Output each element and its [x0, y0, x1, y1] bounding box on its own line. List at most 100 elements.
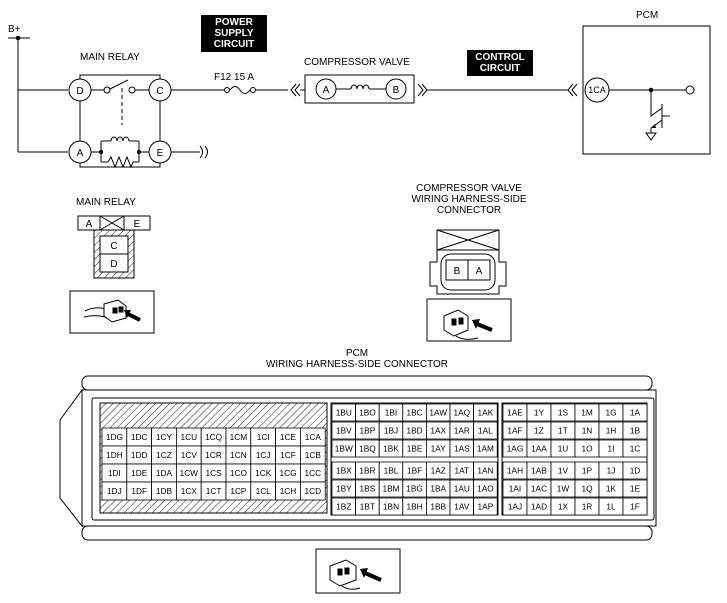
pcm-pin-1at: 1AT [454, 466, 469, 476]
pcm-pin-1bs: 1BS [360, 484, 376, 494]
pcm-pin-1bo: 1BO [359, 408, 376, 418]
b-plus-label: B+ [8, 24, 21, 35]
pcm-pin-1dj: 1DJ [107, 486, 122, 496]
pcm-pin-1g: 1G [605, 408, 616, 418]
pcm-pin-1bk: 1BK [383, 444, 399, 454]
pcm-pin-1bm: 1BM [382, 484, 399, 494]
pcm-pin-1t: 1T [558, 426, 568, 436]
pcm-pin-cell [473, 461, 498, 480]
pcm-pin-1dh: 1DH [106, 450, 123, 460]
pcm-pin-1bq: 1BQ [359, 444, 376, 454]
pcm-pin-1ah: 1AH [507, 466, 523, 476]
pcm-pin-1cz: 1CZ [156, 450, 172, 460]
pcm-pin-1al: 1AL [478, 426, 493, 436]
pcm-pin-1ax: 1AX [430, 426, 446, 436]
pcm-pin-1ba: 1BA [430, 484, 446, 494]
ground-symbol [645, 132, 657, 141]
pcm-pin-1az: 1AZ [431, 466, 446, 476]
pcm-pin-1as: 1AS [454, 444, 470, 454]
pcm-bottom-rail [81, 525, 653, 541]
pcm-title: PCM [636, 10, 659, 21]
pcm-pin-1u: 1U [558, 444, 569, 454]
relay-pin-c: C [110, 241, 117, 252]
pcm-pin-1m: 1M [581, 408, 593, 418]
valve-connector-title: COMPRESSOR VALVE WIRING HARNESS-SIDE CON… [411, 183, 527, 216]
pcm-pin-1aq: 1AQ [453, 408, 470, 418]
pcm-pin-1bg: 1BG [406, 484, 423, 494]
pcm-pin-1ct: 1CT [206, 486, 222, 496]
pcm-pin-1bp: 1BP [360, 426, 376, 436]
pcm-pin-1l: 1L [606, 502, 616, 512]
pcm-pin-cell [622, 461, 648, 480]
pcm-pin-1bb: 1BB [430, 502, 446, 512]
relay-plug-thumbnail [69, 290, 155, 334]
relay-pin-d: D [110, 259, 117, 270]
pcm-pin-1c: 1C [630, 444, 641, 454]
pcm-pin-1cv: 1CV [181, 450, 198, 460]
pcm-pin-1n: 1N [582, 426, 593, 436]
pcm-pin-1z: 1Z [534, 426, 544, 436]
pcm-pin-cell [473, 497, 498, 516]
pcm-pin-1co: 1CO [230, 468, 248, 478]
pcm-pin-1w: 1W [557, 484, 570, 494]
pcm-pin-1ap: 1AP [478, 502, 494, 512]
pcm-pin-1o: 1O [581, 444, 593, 454]
pcm-pin-1ay: 1AY [431, 444, 447, 454]
fuse-symbol [229, 86, 251, 94]
pcm-pin-1ce: 1CE [280, 432, 297, 442]
valve-pin-a: A [476, 266, 483, 277]
pcm-pin-1cs: 1CS [206, 468, 223, 478]
pcm-pin-1x: 1X [558, 502, 569, 512]
pcm-pin-1f: 1F [630, 502, 640, 512]
pcm-pin-1aj: 1AJ [508, 502, 522, 512]
pcm-pin-cell [473, 403, 498, 422]
relay-terminal-d-label: D [76, 86, 83, 97]
pcm-pin-1cr: 1CR [205, 450, 222, 460]
pcm-transistor [650, 107, 663, 117]
pcm-pin-1bf: 1BF [407, 466, 422, 476]
pcm-pin-1dd: 1DD [131, 450, 148, 460]
pcm-connector-title: PCM WIRING HARNESS-SIDE CONNECTOR [265, 348, 449, 370]
relay-pin-a: A [86, 219, 93, 230]
pcm-pin-1q: 1Q [581, 484, 593, 494]
pcm-pin-1bt: 1BT [360, 502, 375, 512]
pcm-pin-1db: 1DB [156, 486, 173, 496]
pcm-pin-1ci: 1CI [257, 432, 270, 442]
valve-terminal-b-label: B [393, 85, 400, 96]
pcm-pin-1dg: 1DG [106, 432, 123, 442]
pcm-pin-1j: 1J [607, 466, 616, 476]
relay-pin-e: E [134, 219, 141, 230]
pcm-pin-1da: 1DA [156, 468, 173, 478]
pcm-pin-1e: 1E [630, 484, 641, 494]
pcm-pin-1bh: 1BH [407, 502, 423, 512]
pcm-pin-1bv: 1BV [336, 426, 352, 436]
pcm-pin-1cw: 1CW [180, 468, 199, 478]
pcm-pin-1am: 1AM [477, 444, 494, 454]
pcm-pin-1cd: 1CD [304, 486, 321, 496]
pcm-pin-1cf: 1CF [280, 450, 296, 460]
pcm-pin-1di: 1DI [108, 468, 121, 478]
pcm-pin-cell [622, 403, 648, 422]
pcm-pin-1ad: 1AD [531, 502, 547, 512]
pcm-pin-1b: 1B [630, 426, 641, 436]
compressor-valve-box [304, 74, 415, 104]
main-relay-connector [77, 215, 151, 279]
pcm-pin-1bd: 1BD [407, 426, 423, 436]
pcm-pin-1p: 1P [582, 466, 593, 476]
pcm-pin-1cn: 1CN [230, 450, 247, 460]
pcm-top-rail [81, 375, 653, 391]
pcm-pin-1ar: 1AR [454, 426, 470, 436]
pcm-terminal-label: 1CA [588, 85, 606, 95]
pcm-pin-1v: 1V [558, 466, 569, 476]
pcm-pin-1k: 1K [606, 484, 617, 494]
pcm-pin-1cq: 1CQ [205, 432, 223, 442]
relay-terminal-a-label: A [77, 148, 84, 159]
pcm-pin-cell [299, 481, 326, 501]
pcm-pin-1cx: 1CX [181, 486, 198, 496]
pcm-pin-cell [473, 421, 498, 440]
pcm-pin-cell [473, 439, 498, 458]
pcm-pin-1aa: 1AA [531, 444, 547, 454]
pcm-pin-1ai: 1AI [509, 484, 521, 494]
pcm-pin-1by: 1BY [336, 484, 352, 494]
